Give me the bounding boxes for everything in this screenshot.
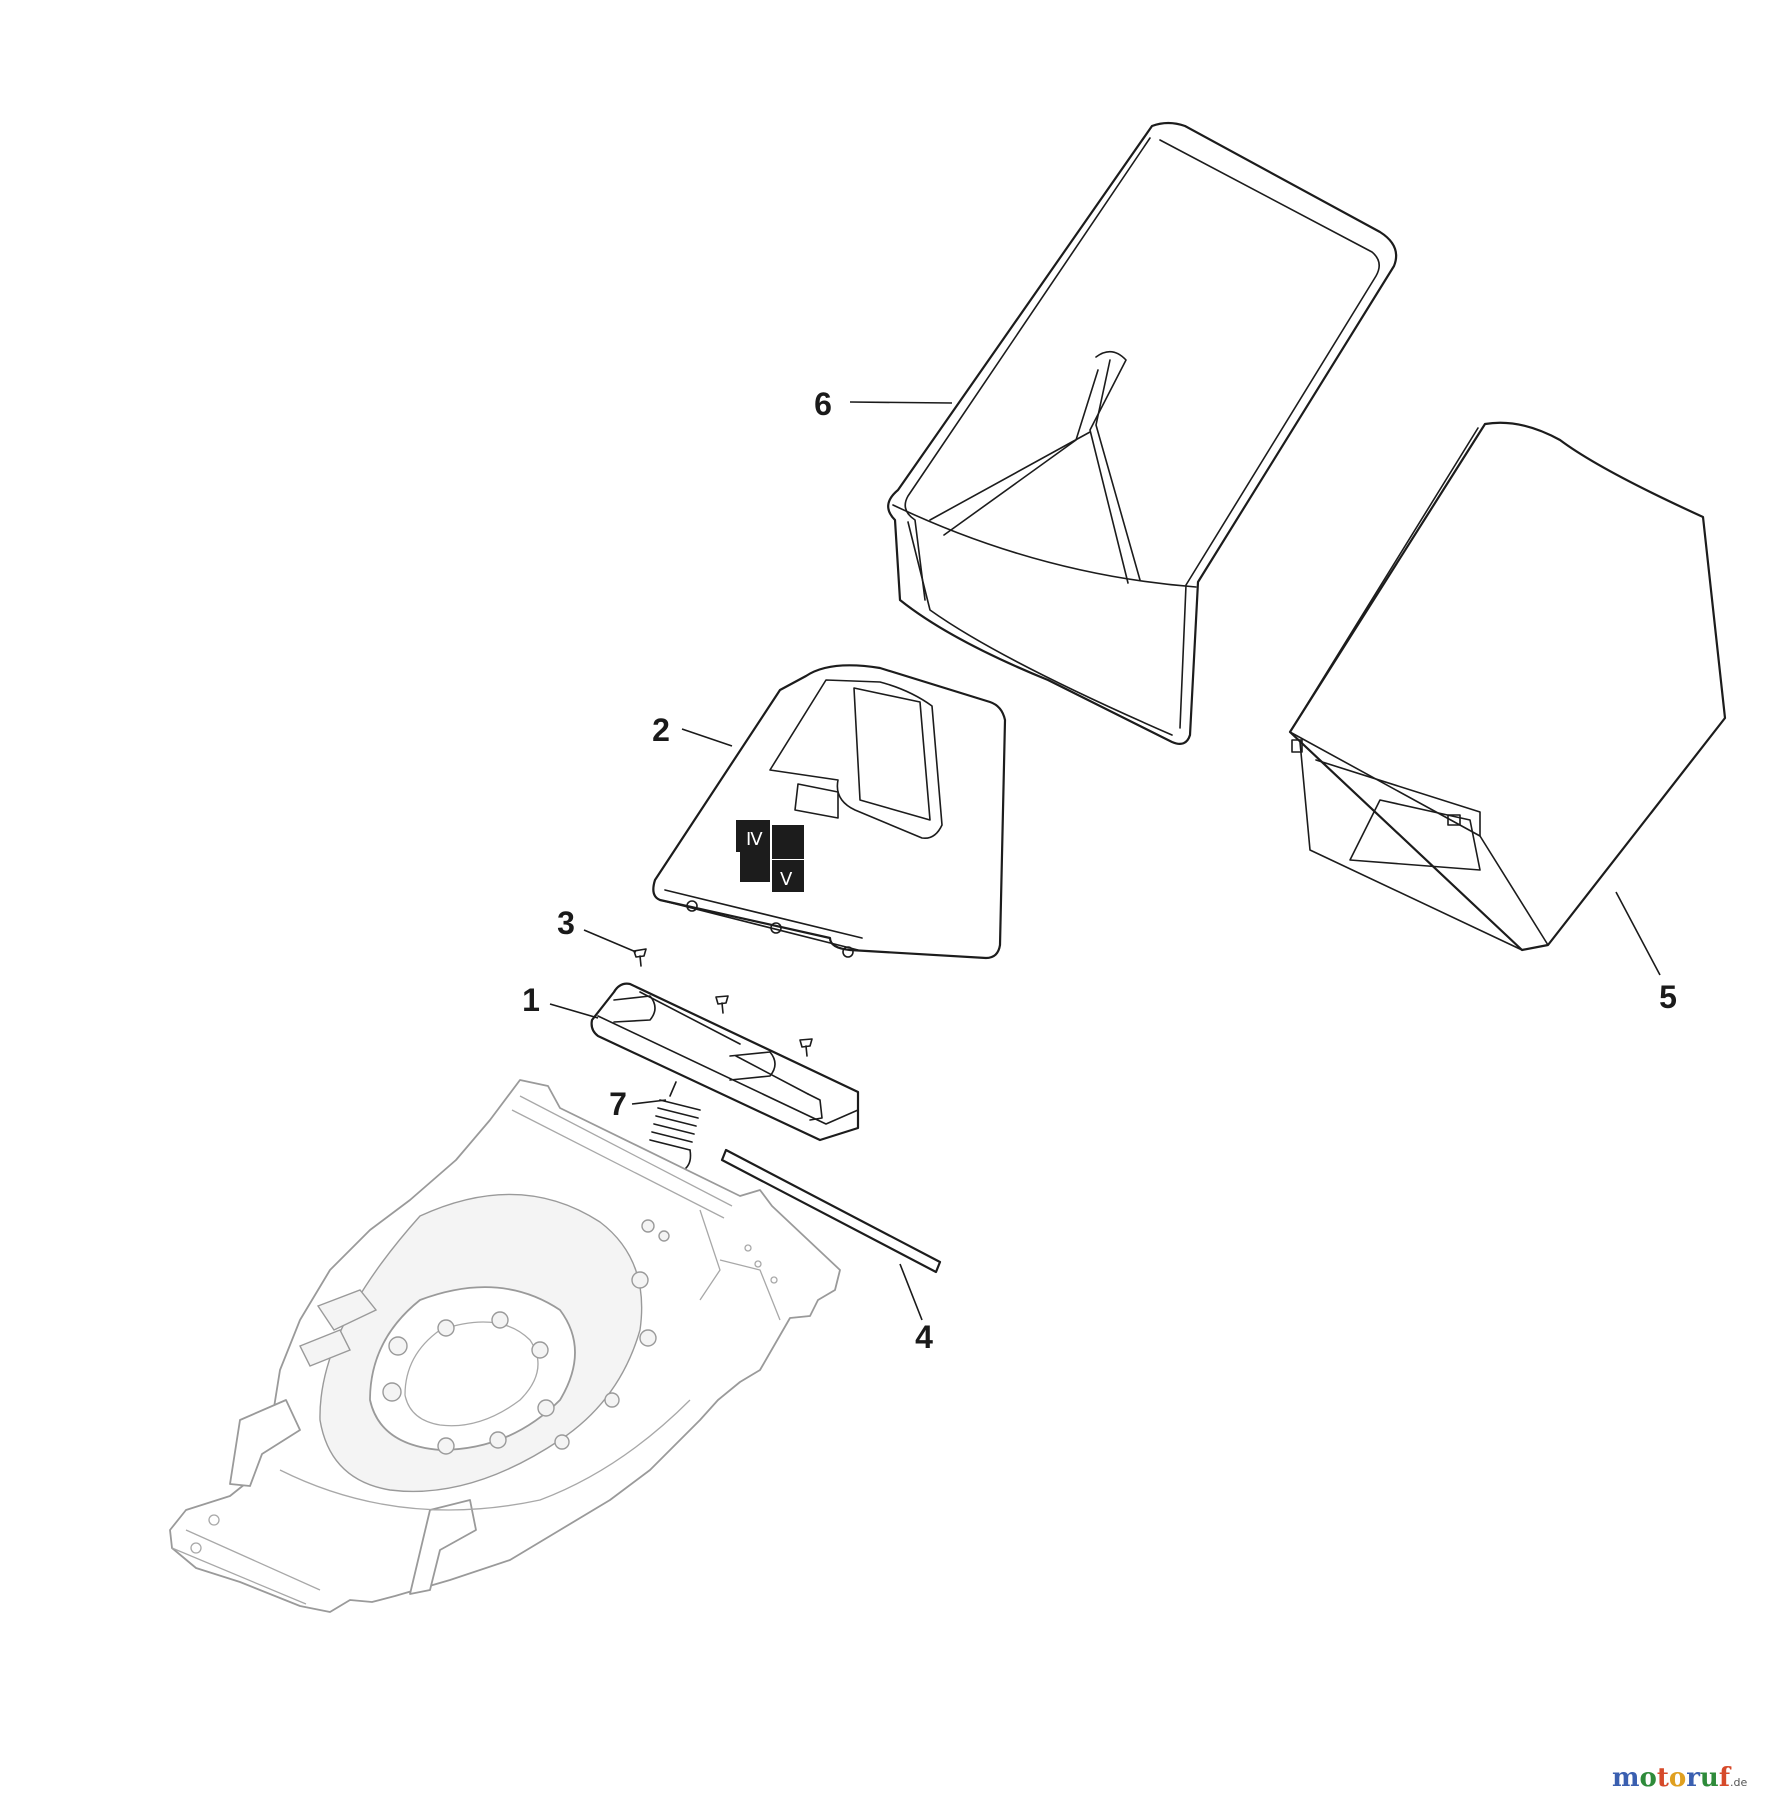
- watermark-letter: f: [1719, 1763, 1732, 1793]
- watermark-suffix: .de: [1730, 1776, 1747, 1789]
- leader-4: [899, 1263, 923, 1321]
- part-1-hinge-bracket: [590, 982, 860, 1142]
- leader-6: [849, 401, 953, 404]
- leader-7: [631, 1099, 667, 1105]
- watermark-letter: o: [1640, 1763, 1657, 1793]
- part-3-screws: [633, 948, 813, 1057]
- part-6-bag-frame: [887, 121, 1398, 745]
- watermark-text: motoruf.de: [1612, 1763, 1747, 1793]
- svg-text:Ⅴ: Ⅴ: [780, 869, 793, 890]
- part-4-rod: [720, 1148, 942, 1274]
- callout-5: 5: [1659, 979, 1677, 1015]
- watermark-letter: m: [1612, 1763, 1640, 1793]
- callout-7: 7: [609, 1086, 627, 1122]
- leader-3: [583, 929, 637, 953]
- callout-2: 2: [652, 712, 670, 748]
- watermark-letter: r: [1686, 1763, 1700, 1793]
- svg-text:Ⅳ: Ⅳ: [746, 829, 763, 850]
- callout-3: 3: [557, 905, 575, 941]
- motoruf-watermark: motoruf.de: [1612, 1763, 1747, 1793]
- leader-5: [1615, 891, 1661, 976]
- callout-6: 6: [814, 386, 832, 422]
- callout-1: 1: [522, 982, 540, 1018]
- screw: [715, 995, 729, 1014]
- leader-2: [681, 728, 733, 747]
- leader-lines: [549, 401, 1661, 1321]
- part-2-rear-flap: Ⅳ Ⅴ: [652, 664, 1007, 960]
- screw: [799, 1038, 813, 1057]
- part-7-spring: [649, 1081, 701, 1169]
- callout-4: 4: [915, 1319, 933, 1355]
- callout-labels: 6 2 3 1 7 4 5: [522, 386, 1677, 1355]
- part-5-bag-fabric: [1288, 421, 1727, 952]
- watermark-letter: o: [1669, 1763, 1686, 1793]
- leader-1: [549, 1003, 599, 1019]
- screw: [633, 948, 647, 967]
- watermark-letter: u: [1700, 1763, 1719, 1793]
- rear-flap-label-plate: Ⅳ Ⅴ: [736, 820, 804, 892]
- watermark-letter: t: [1657, 1763, 1669, 1793]
- mower-deck: [169, 1079, 841, 1613]
